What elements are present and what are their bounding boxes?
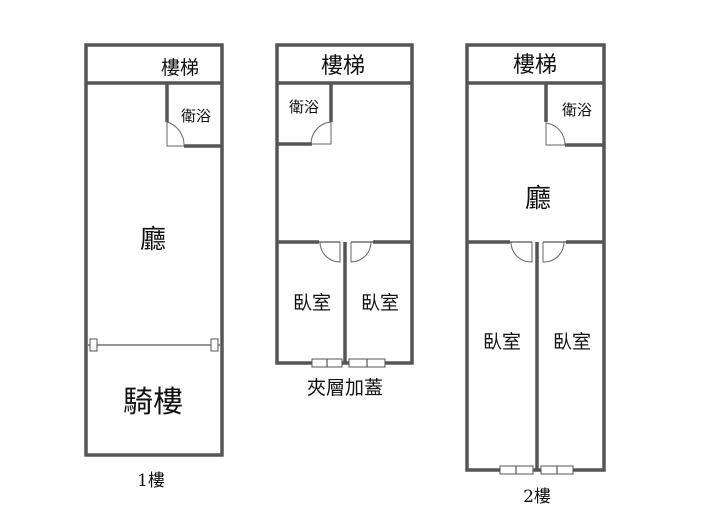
2f-bed-door-right [542,241,565,263]
floor-plan-2f: 樓梯 衛浴 廳 臥室 臥室 2樓 [465,43,606,507]
2f-bath-label: 衛浴 [562,101,592,119]
mezz-bath-label: 衛浴 [289,98,319,116]
floor-plan-mezzanine: 樓梯 衛浴 臥室 臥室 夾層加蓋 [275,43,414,399]
1f-arcade-post-left [89,338,98,352]
mezz-bed-door-right [350,241,372,263]
floor-plan-1f: 樓梯 衛浴 廳 騎樓 1樓 [84,43,224,491]
mezz-bed-left-label: 臥室 [293,292,331,314]
1f-arcade-label: 騎樓 [123,385,183,420]
1f-outer-wall [84,43,224,457]
1f-bath-door [166,121,185,147]
2f-stairs-label: 樓梯 [513,53,557,78]
1f-arcade-post-right [210,338,219,352]
2f-bed-right-label: 臥室 [553,331,591,353]
1f-stairs-label: 樓梯 [161,57,199,79]
2f-bed-left-label: 臥室 [483,331,521,353]
mezz-bath-door [310,121,332,145]
2f-caption: 2樓 [523,487,551,507]
mezz-stairs-label: 樓梯 [321,54,365,79]
mezz-caption: 夾層加蓋 [307,377,383,399]
2f-hall-label: 廳 [525,184,551,214]
2f-bath-door [545,122,566,146]
1f-hall-label: 廳 [140,225,166,255]
mezz-bed-door-left [319,241,341,263]
mezz-bed-right-label: 臥室 [361,292,399,314]
1f-bath-label: 衛浴 [181,107,211,125]
2f-bed-door-left [510,241,533,263]
1f-caption: 1樓 [137,471,165,491]
